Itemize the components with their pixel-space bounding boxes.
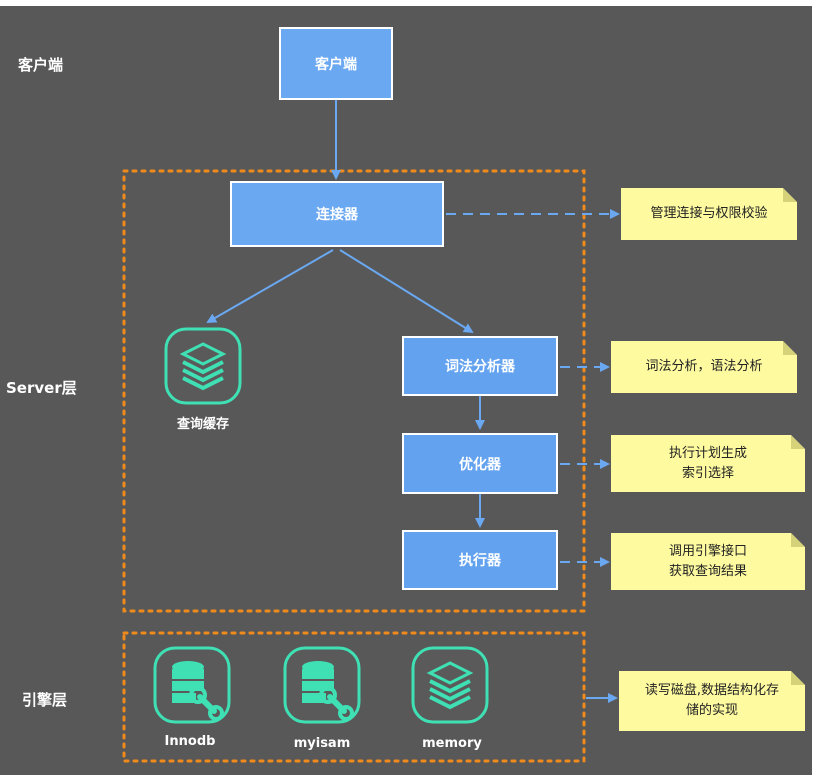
note-executor-line-2: 获取查询结果: [668, 563, 747, 579]
engine-label-innodb: Innodb: [164, 734, 216, 749]
note-lexer: 词法分析，语法分析: [611, 341, 797, 393]
connector-box: 连接器: [230, 181, 444, 247]
note-executor: 调用引擎接口 获取查询结果: [611, 533, 805, 590]
engine-label-myisam: myisam: [293, 736, 351, 751]
client-box: 客户端: [279, 27, 393, 100]
executor-box: 执行器: [402, 530, 558, 590]
note-optimizer-line-2: 索引选择: [681, 465, 734, 481]
note-connector: 管理连接与权限校验: [621, 188, 797, 240]
note-connector-line-1: 管理连接与权限校验: [650, 206, 768, 221]
layer-label-server: Server层: [6, 379, 77, 397]
layer-label-engine: 引擎层: [22, 691, 68, 709]
engine-label-memory: memory: [422, 736, 482, 751]
note-engine: 读写磁盘,数据结构化存 储的实现: [619, 671, 805, 731]
memory-layers-stack-icon: [411, 646, 489, 724]
layer-label-client: 客户端: [18, 56, 64, 74]
note-optimizer-line-1: 执行计划生成: [668, 445, 747, 461]
note-executor-line-1: 调用引擎接口: [668, 543, 747, 559]
arrow-connector-to-cache: [206, 249, 334, 323]
note-lexer-line-1: 词法分析，语法分析: [645, 359, 763, 374]
lexer-box: 词法分析器: [402, 336, 558, 396]
note-engine-line-2: 储的实现: [685, 703, 738, 718]
optimizer-box: 优化器: [402, 433, 558, 494]
myisam-database-wrench-icon: [283, 646, 361, 724]
arrow-connector-to-lexer: [339, 249, 474, 334]
note-engine-line-1: 读写磁盘,数据结构化存: [644, 683, 780, 698]
query-cache-label: 查询缓存: [176, 417, 229, 432]
innodb-database-wrench-icon: [153, 646, 231, 724]
query-cache-icon: [164, 327, 242, 405]
note-optimizer: 执行计划生成 索引选择: [611, 435, 805, 492]
engine-layer-frame: [122, 631, 586, 763]
